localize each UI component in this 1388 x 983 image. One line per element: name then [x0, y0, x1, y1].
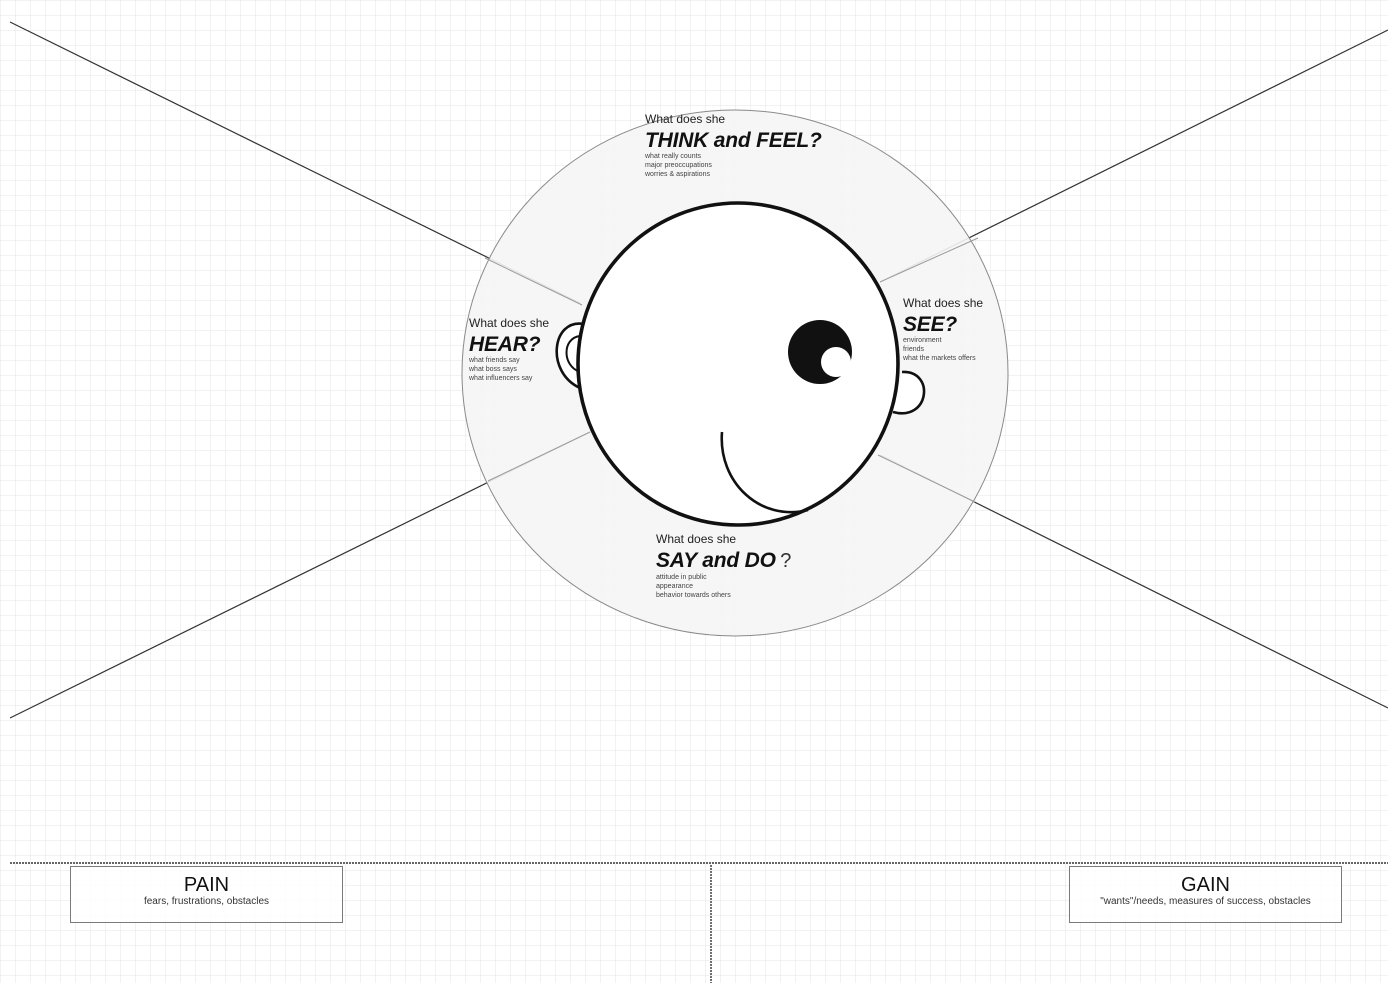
say-do-question-mark: ? [780, 550, 791, 572]
pain-title: PAIN [71, 875, 342, 895]
gain-box: GAIN "wants"/needs, measures of success,… [1069, 866, 1342, 923]
think-feel-heading: THINK and FEEL? [645, 130, 822, 151]
think-feel-detail-1: what really counts [645, 152, 701, 161]
eye-highlight [821, 347, 851, 377]
hear-detail-1: what friends say [469, 356, 520, 365]
say-do-detail-3: behavior towards others [656, 591, 731, 600]
see-prompt: What does she [903, 297, 983, 309]
gain-title: GAIN [1070, 875, 1341, 895]
say-do-detail-2: appearance [656, 582, 693, 591]
say-do-prompt: What does she [656, 533, 736, 545]
say-do-detail-1: attitude in public [656, 573, 707, 582]
hear-heading: HEAR? [469, 334, 540, 355]
see-heading: SEE? [903, 314, 957, 335]
hear-detail-3: what influencers say [469, 374, 532, 383]
think-feel-prompt: What does she [645, 113, 725, 125]
say-do-heading: SAY and DO [656, 549, 776, 572]
see-detail-2: friends [903, 345, 924, 354]
see-detail-3: what the markets offers [903, 354, 976, 363]
gain-subtitle: "wants"/needs, measures of success, obst… [1070, 897, 1341, 907]
pain-subtitle: fears, frustrations, obstacles [71, 897, 342, 907]
think-feel-detail-3: worries & aspirations [645, 170, 710, 179]
hear-prompt: What does she [469, 317, 549, 329]
hear-detail-2: what boss says [469, 365, 517, 374]
see-detail-1: environment [903, 336, 942, 345]
pain-box: PAIN fears, frustrations, obstacles [70, 866, 343, 923]
think-feel-detail-2: major preoccupations [645, 161, 712, 170]
say-do-heading-row: SAY and DO ? [656, 550, 791, 571]
